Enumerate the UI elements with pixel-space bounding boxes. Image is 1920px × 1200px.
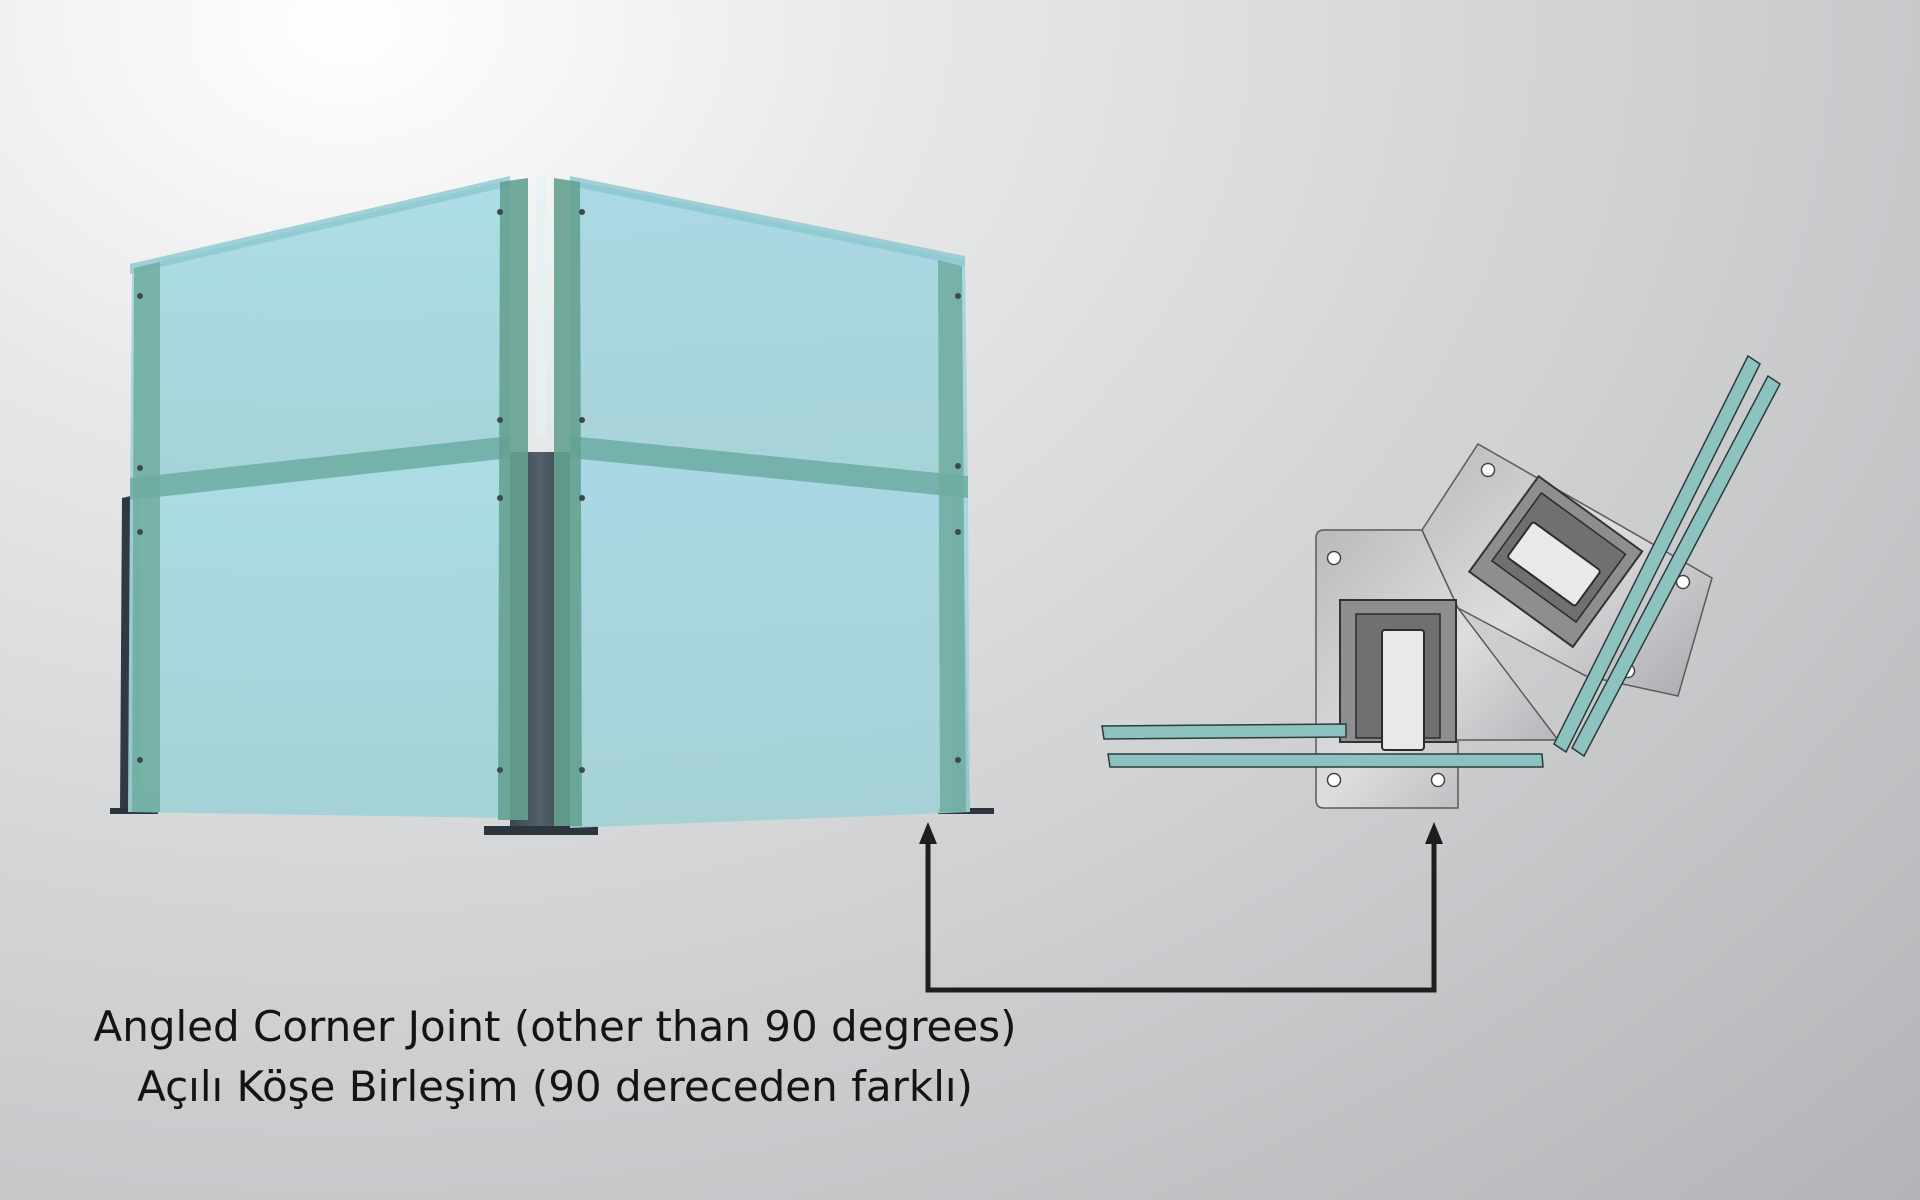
corner-glass-gap [536,176,546,436]
caption-turkish: Açılı Köşe Birleşim (90 dereceden farklı… [137,1062,973,1111]
square-clamp-insert [1381,629,1425,751]
left-glass-top-edge [130,176,510,274]
left-glass-panel-lower [128,455,510,818]
connector-arrow [919,822,1443,993]
arrow-line [925,838,1437,993]
glass-section-angled-1 [1553,354,1761,754]
left-glass-panel-upper [130,180,510,495]
clamp-plan-view-detail [1101,354,1781,809]
clamp-bolts [137,209,961,773]
right-horizontal-band [570,436,968,498]
right-outer-clamp [938,260,966,812]
left-arrowhead [919,822,937,844]
right-arrowhead [1425,822,1443,844]
right-glass-top-edge [570,176,965,266]
glass-section-angled-2 [1571,374,1781,758]
right-glass-panel-upper [570,180,968,492]
glass-section-horizontal-1 [1101,723,1347,740]
angled-clamp [1467,474,1644,649]
glass-section-horizontal-2 [1107,753,1544,768]
caption-english: Angled Corner Joint (other than 90 degre… [93,1002,1017,1051]
corner-right-clamp [554,178,582,826]
right-glass-panel-lower [570,452,970,828]
corner-left-clamp [498,178,528,820]
center-post-base [484,826,598,835]
glass-railing-render [110,176,994,835]
left-outer-clamp [132,262,160,812]
left-horizontal-band [130,436,510,500]
